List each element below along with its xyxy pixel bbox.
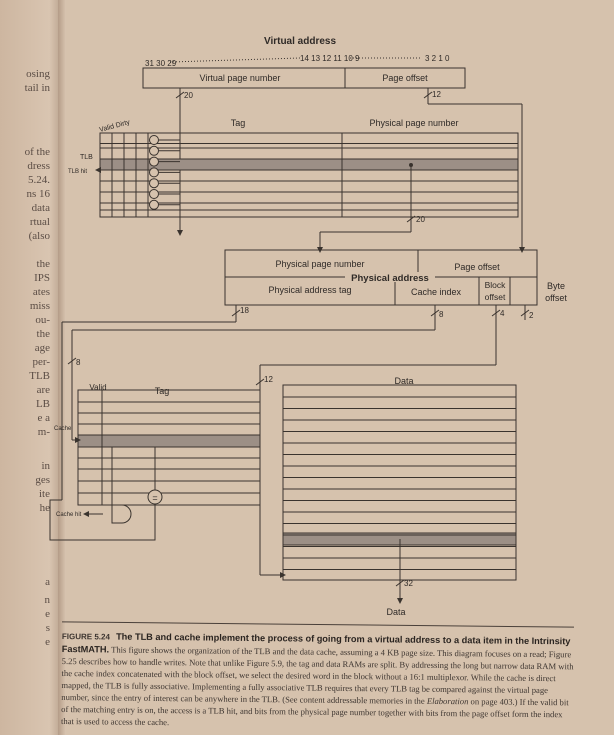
left-page-text-line: tail in [24, 82, 50, 94]
left-page-text-line: m- [37, 426, 50, 438]
physical-address-title: Physical address [351, 273, 429, 284]
valid-dirty-header: Valid Dirty [99, 119, 132, 134]
data-header: Data [394, 376, 413, 386]
tlb-ppn-header: Physical page number [369, 118, 458, 128]
pa-ppn-field: Physical page number [275, 259, 364, 269]
bit-numbers-left: 31 30 29 [145, 59, 177, 68]
left-page-text-line: dress [27, 160, 50, 172]
cache-matching-row [77, 434, 261, 448]
left-page-text-line: per- [32, 356, 51, 368]
cache-label: Cache [54, 426, 72, 432]
left-page-text-line: e [45, 608, 50, 620]
tlb-comparator [149, 167, 159, 178]
tlb-tag-header: Tag [231, 118, 246, 128]
data-output-label: Data [386, 607, 405, 617]
tlb-comparator [149, 199, 159, 210]
left-page-text-line: ates [32, 286, 50, 298]
bit-width-label: 12 [432, 90, 441, 99]
bit-width-label: 20 [184, 91, 193, 100]
left-page-text-line: in [41, 460, 50, 472]
cache-index-field: Cache index [411, 287, 462, 297]
figure-number: FIGURE 5.24 [61, 631, 110, 642]
left-page-text-line: 5.24. [28, 174, 50, 186]
tlb-label: TLB [80, 154, 93, 161]
virtual-address-box [142, 67, 466, 89]
cache-tag-header: Tag [155, 386, 170, 396]
caption-elaboration: Elaboration [426, 695, 469, 707]
left-page-text-line: rtual [29, 216, 50, 228]
left-page-text-line: are [36, 384, 50, 396]
left-page-text-line: he [39, 502, 50, 514]
tlb-comparator [149, 145, 159, 156]
left-page-text-line: e a [37, 412, 50, 424]
tlb-matching-row [99, 158, 519, 171]
bit-width-label: 8 [439, 310, 444, 319]
tlb-hit-label: TLB hit [68, 169, 87, 175]
left-page [0, 0, 62, 735]
tlb-comparator [149, 156, 159, 167]
left-page-text-line: (also [28, 230, 50, 242]
bit-numbers-mid: 14 13 12 11 10 9 [300, 54, 360, 63]
bit-width-label: 8 [76, 358, 81, 367]
tlb-comparator [149, 189, 159, 199]
pa-page-offset-field: Page offset [454, 262, 500, 272]
bit-width-label: 18 [240, 306, 249, 315]
bit-width-label: 12 [264, 375, 273, 384]
figure-caption: FIGURE 5.24 The TLB and cache implement … [61, 630, 574, 732]
tlb-comparator [149, 135, 159, 145]
block-offset-field: offset [485, 292, 506, 302]
bit-numbers-right: 3 2 1 0 [425, 54, 450, 63]
tlb-comparator [149, 178, 159, 189]
left-page-text-line: ns 16 [26, 188, 50, 200]
pa-tag-field: Physical address tag [268, 285, 351, 295]
left-page-text-line: osing [26, 68, 50, 80]
left-page-text-line: ges [35, 474, 50, 486]
page-offset-field: Page offset [382, 73, 428, 83]
cache-hit-label: Cache hit [56, 512, 82, 518]
byte-offset-label: offset [545, 293, 567, 303]
virtual-page-number-field: Virtual page number [200, 73, 281, 83]
cache-tag-comparator [147, 489, 163, 505]
left-page-text-line: of the [24, 146, 50, 158]
left-page-text-line: the [36, 328, 50, 340]
left-page-text-line: ou- [35, 314, 50, 326]
left-page-text-line: data [31, 202, 50, 214]
left-page-text-line: age [34, 342, 50, 354]
bit-width-label: 4 [500, 309, 505, 318]
byte-offset-label: Byte [547, 281, 565, 291]
left-page-text-line: a [45, 576, 50, 588]
comparator-symbol: = [152, 493, 157, 503]
left-page-text-line: IPS [34, 272, 50, 284]
left-page-text-line: TLB [29, 370, 50, 382]
left-page-text-line: n [44, 594, 51, 606]
bit-width-label: 20 [416, 215, 425, 224]
left-page-text-line: miss [29, 300, 50, 312]
bit-width-label: 2 [529, 311, 534, 320]
left-page-text-line: s [45, 622, 50, 634]
left-page-text-line: e [45, 636, 50, 648]
bit-width-label: 32 [404, 579, 413, 588]
and-gate-icon [111, 504, 132, 524]
left-page-text-line: ite [39, 488, 50, 500]
block-offset-field: Block [485, 280, 507, 290]
cache-valid-header: Valid [89, 383, 106, 392]
left-page-text-line: the [36, 258, 50, 270]
left-page-text-line: LB [35, 398, 50, 410]
virtual-address-title: Virtual address [264, 36, 337, 47]
tlb-table [99, 132, 519, 218]
